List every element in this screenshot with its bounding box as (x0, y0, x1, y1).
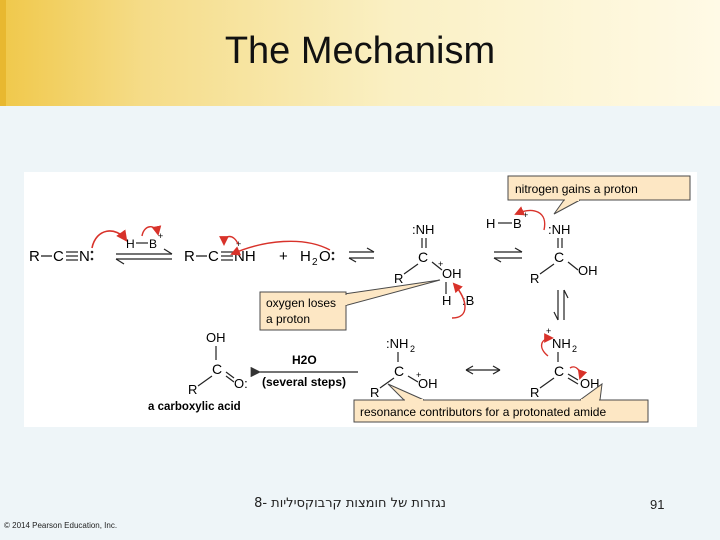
reagent-water-label: H2O (292, 353, 317, 367)
svg-text:+: + (236, 239, 241, 249)
svg-text:2: 2 (410, 344, 415, 354)
product-label: a carboxylic acid (148, 401, 241, 413)
svg-text:C: C (53, 248, 64, 265)
carboxylic-acid-structure: OH C R O: (188, 330, 248, 397)
copyright: © 2014 Pearson Education, Inc. (4, 521, 118, 530)
page-number: 91 (650, 497, 665, 512)
svg-text:H: H (486, 216, 495, 231)
svg-text:OH: OH (206, 330, 226, 345)
svg-text:O:: O: (234, 376, 248, 391)
svg-text:R: R (29, 248, 40, 265)
svg-text:H: H (442, 293, 451, 308)
callout-nitrogen-text: nitrogen gains a proton (515, 182, 638, 196)
svg-text:+: + (523, 210, 528, 220)
svg-text:+: + (438, 259, 443, 269)
svg-text:C: C (208, 248, 219, 265)
svg-text:+: + (158, 231, 163, 241)
svg-text:R: R (530, 271, 539, 286)
resonance-contributor-structure: :NH 2 C R OH + (370, 336, 438, 400)
equilibrium-arrow-vertical (553, 289, 569, 321)
curved-arrow (541, 333, 554, 357)
svg-text:2: 2 (572, 344, 577, 354)
mechanism-figure: R C N H B + R C (24, 172, 697, 427)
nitrile-structure: R C N (29, 248, 94, 265)
svg-text:C: C (394, 363, 404, 379)
svg-text:C: C (554, 249, 564, 265)
svg-text:C: C (212, 361, 222, 377)
svg-text:OH: OH (578, 263, 598, 278)
callout-oxygen: oxygen loses a proton (259, 279, 441, 331)
svg-text:2: 2 (312, 257, 318, 268)
svg-text:O: O (319, 248, 331, 265)
svg-text:H: H (300, 248, 311, 265)
svg-text:OH: OH (418, 376, 438, 391)
equilibrium-arrow (115, 248, 173, 265)
callout-oxygen-line2: a proton (266, 312, 310, 326)
footer-text: נגזרות של חומצות קרבוקסיליות -8 (254, 496, 446, 511)
svg-text:C: C (554, 363, 564, 379)
svg-text:+: + (546, 326, 551, 336)
curved-arrow (141, 225, 162, 237)
svg-text:NH: NH (552, 336, 571, 351)
plus-sign: + (279, 248, 288, 265)
equilibrium-arrow (348, 247, 375, 263)
callout-resonance: resonance contributors for a protonated … (353, 382, 649, 423)
curved-arrow (91, 229, 128, 249)
curved-arrow (514, 206, 546, 231)
title-bar-accent (0, 0, 6, 106)
svg-text:R: R (370, 385, 379, 400)
nitrilium-structure: R C NH + (184, 239, 256, 265)
acid-hb-structure-2: H B + (486, 210, 528, 231)
reagent-steps-label: (several steps) (262, 375, 346, 389)
svg-text::NH: :NH (412, 222, 434, 237)
svg-text:NH: NH (234, 248, 256, 265)
callout-oxygen-line1: oxygen loses (266, 296, 336, 310)
svg-text:R: R (188, 382, 197, 397)
curved-arrow (219, 235, 239, 246)
acid-hb-structure: H B + (126, 231, 163, 251)
svg-text:B: B (149, 237, 157, 251)
svg-text:R: R (530, 385, 539, 400)
protonated-amide-structure: + NH 2 C R OH (530, 326, 600, 400)
svg-text:C: C (418, 249, 428, 265)
callout-resonance-text: resonance contributors for a protonated … (360, 405, 606, 419)
svg-text:+: + (416, 370, 421, 380)
curved-arrow (451, 282, 466, 319)
equilibrium-arrow (493, 247, 523, 263)
water-structure: H 2 O (300, 248, 335, 268)
svg-text:OH: OH (442, 266, 462, 281)
imidic-acid-structure: :NH C R OH (530, 222, 598, 286)
svg-text::NH: :NH (386, 336, 408, 351)
resonance-arrow (465, 365, 501, 375)
svg-text:H: H (126, 237, 135, 251)
slide-title: The Mechanism (224, 30, 496, 72)
title-bar (0, 0, 720, 106)
svg-text::NH: :NH (548, 222, 570, 237)
svg-text:B: B (513, 216, 522, 231)
curved-arrow (569, 366, 588, 380)
svg-text:N: N (79, 248, 90, 265)
callout-nitrogen: nitrogen gains a proton (507, 175, 691, 215)
mechanism-diagram: R C N H B + R C (29, 175, 691, 423)
svg-text:R: R (184, 248, 195, 265)
curved-arrow (230, 240, 331, 256)
svg-text:R: R (394, 271, 403, 286)
